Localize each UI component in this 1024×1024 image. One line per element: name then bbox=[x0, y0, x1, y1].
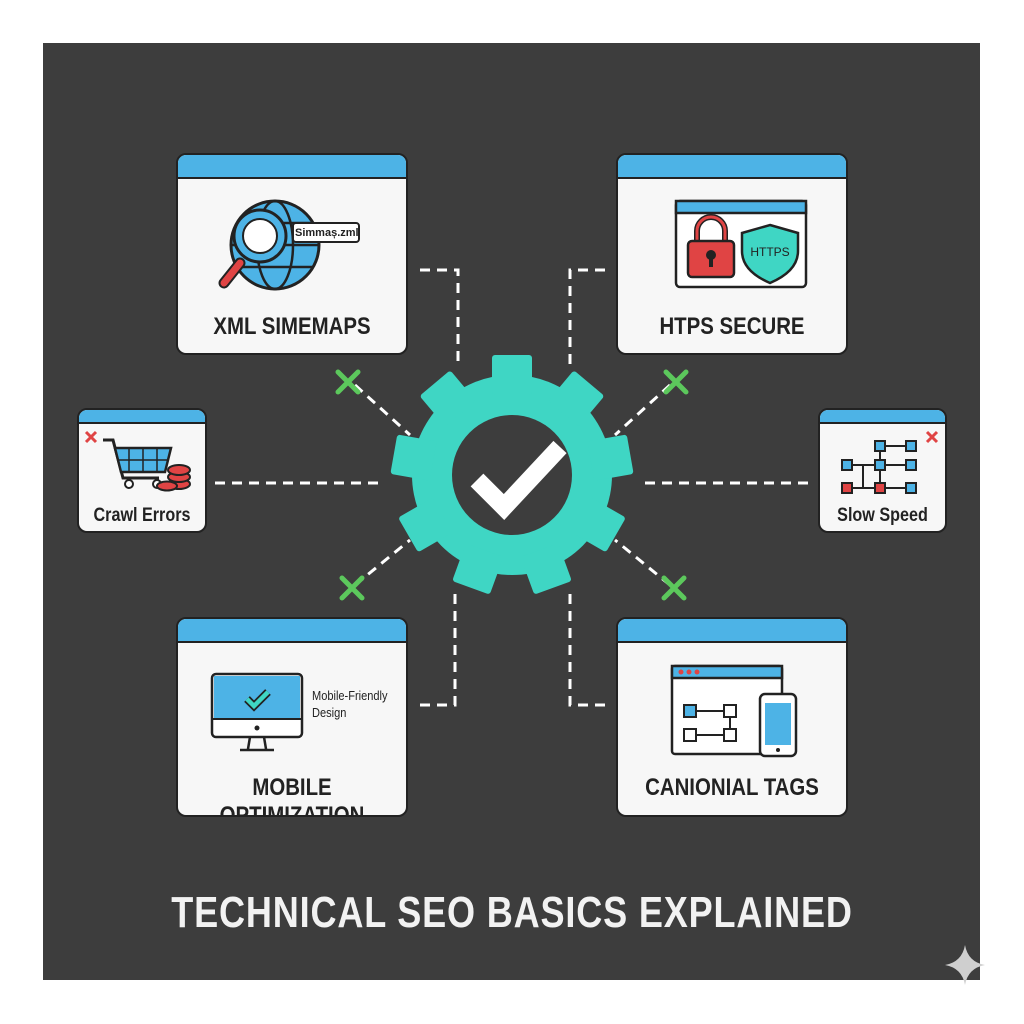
caption-line: Design bbox=[312, 705, 347, 720]
card-mobile-optimization: Mobile-Friendly Design MOBILE OPTIMIZATI… bbox=[176, 617, 408, 817]
card-label: Slow Speed bbox=[837, 505, 928, 526]
card-canonical-tags: CANIONIAL TAGS bbox=[616, 617, 848, 817]
gear-checkmark-icon bbox=[390, 355, 634, 594]
card-header-bar bbox=[178, 155, 406, 179]
card-header-bar bbox=[820, 410, 945, 424]
caption-line: Mobile-Friendly bbox=[312, 688, 388, 703]
card-header-bar bbox=[618, 155, 846, 179]
browser-phone-icon bbox=[670, 664, 798, 758]
card-slow-speed: Slow Speed bbox=[818, 408, 947, 533]
page-title: TECHNICAL SEO BASICS EXPLAINED bbox=[171, 888, 853, 937]
flowchart-error-icon bbox=[841, 430, 939, 494]
card-crawl-errors: Crawl Errors bbox=[77, 408, 207, 533]
https-badge: HTTPS bbox=[750, 245, 790, 259]
card-header-bar bbox=[79, 410, 205, 424]
x-mark-icons bbox=[335, 369, 689, 601]
dashed-connectors bbox=[215, 268, 815, 707]
globe-magnifier-icon bbox=[218, 199, 360, 291]
monitor-check-icon bbox=[210, 672, 304, 752]
card-label: Crawl Errors bbox=[93, 505, 191, 526]
lock-shield-icon bbox=[674, 199, 808, 289]
card-label: CANIONIAL TAGS bbox=[645, 774, 819, 801]
card-https-secure: HTTPS HTPS SECURE bbox=[616, 153, 848, 355]
card-label: XML SIMEMAPS bbox=[213, 313, 371, 340]
card-header-bar bbox=[618, 619, 846, 643]
cart-error-icon bbox=[84, 430, 191, 492]
mobile-caption: Mobile-Friendly Design bbox=[312, 687, 388, 721]
card-xml-sitemaps: Simmaș.zml XML SIMEMAPS bbox=[176, 153, 408, 355]
sitemap-file-badge: Simmaș.zml bbox=[295, 227, 359, 239]
card-header-bar bbox=[178, 619, 406, 643]
card-label: MOBILE OPTIMIZATION bbox=[219, 774, 365, 817]
card-label: HTPS SECURE bbox=[659, 313, 805, 340]
